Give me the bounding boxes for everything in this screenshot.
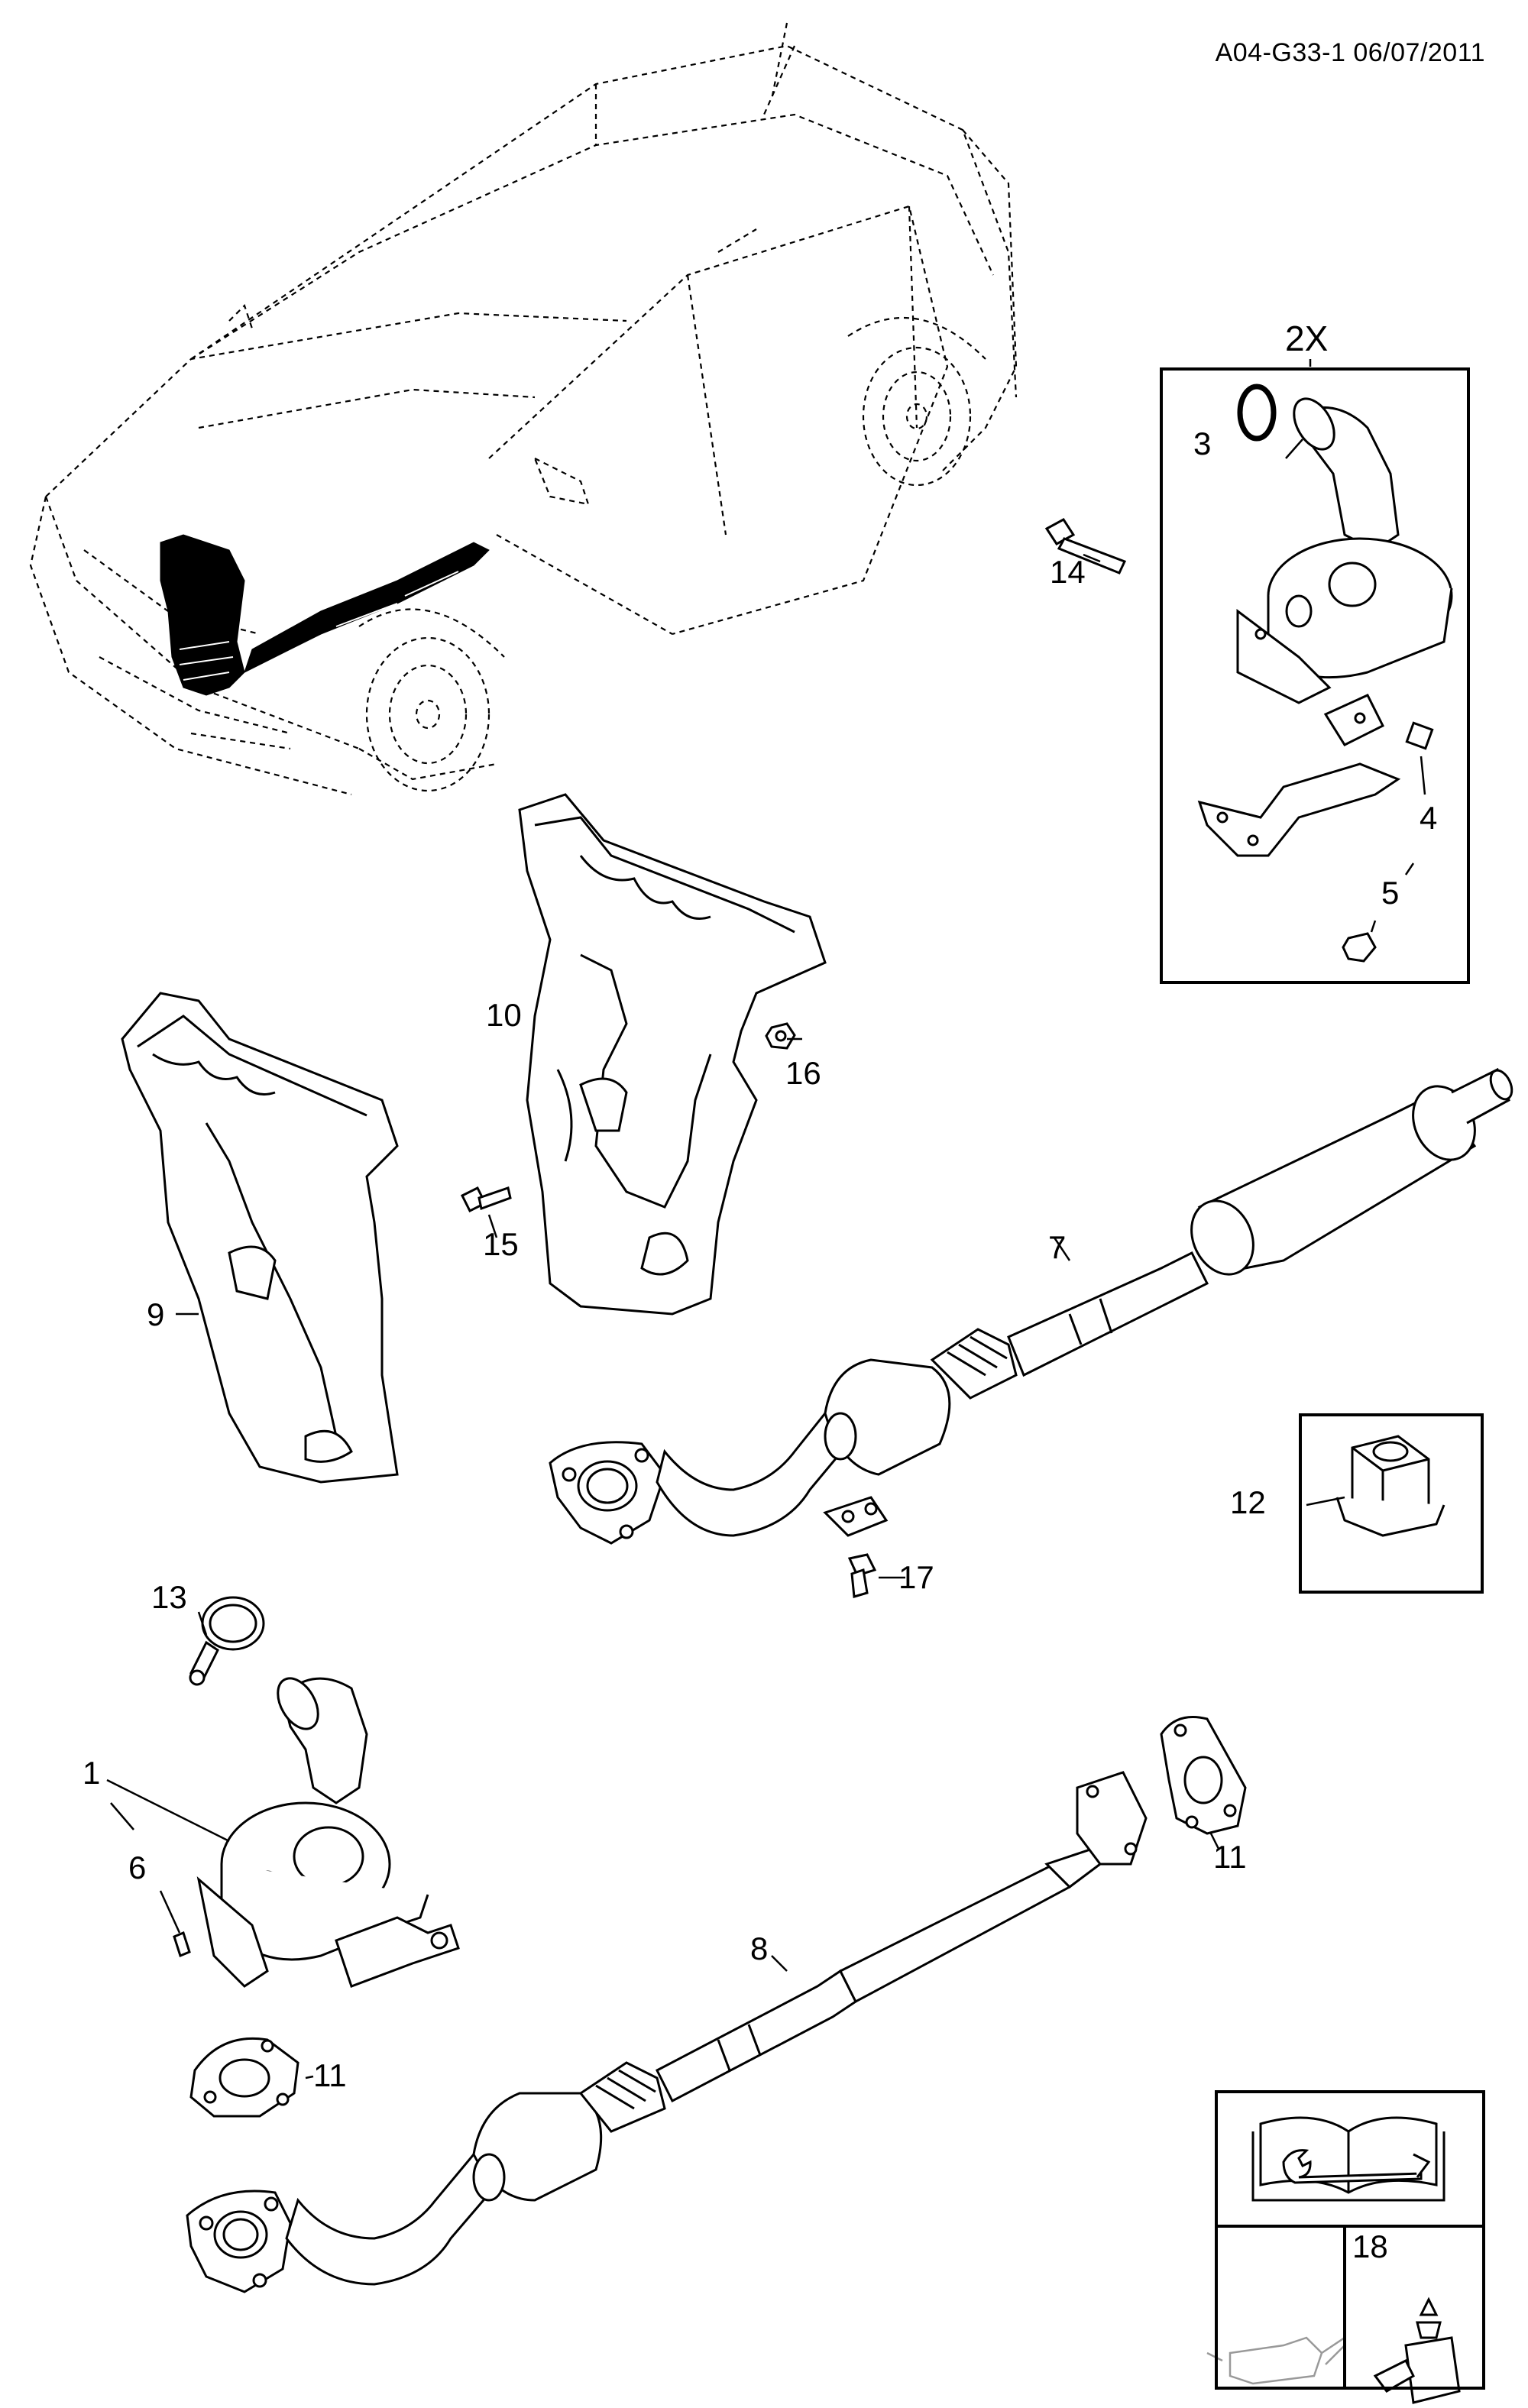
reference-code: A04-G33-1 06/07/2011	[1215, 38, 1485, 67]
callout-3: 3	[1193, 426, 1212, 461]
heat-shield-icon	[121, 992, 399, 1484]
car-outline-icon	[29, 22, 1018, 796]
service-info-divider-h	[1215, 2225, 1482, 2228]
callout-11-upper: 11	[1213, 1839, 1247, 1875]
sealant-bottle-icon	[1373, 2296, 1461, 2404]
workshop-manual-icon	[1251, 2116, 1445, 2202]
nut-icon	[1335, 1435, 1445, 1537]
exhaust-pipe-icon	[186, 1771, 1148, 2293]
bolt-icon	[1044, 518, 1127, 574]
callout-17: 17	[898, 1559, 934, 1595]
kit-2x-label: 2X	[1285, 319, 1329, 358]
flange-gasket-icon	[189, 2037, 299, 2118]
bolt-icon	[847, 1553, 877, 1598]
gasket-ring-icon	[1237, 384, 1277, 442]
bracket-icon	[1197, 694, 1401, 857]
callout-1: 1	[83, 1755, 101, 1791]
flange-gasket-icon	[1160, 1716, 1247, 1835]
bolt-icon	[173, 1931, 191, 1958]
callout-9: 9	[147, 1296, 165, 1332]
callout-14: 14	[1050, 554, 1086, 590]
callout-12: 12	[1230, 1484, 1266, 1520]
manifold-converter-icon	[196, 1677, 460, 1988]
nut-icon	[1342, 932, 1377, 963]
clamp-icon	[189, 1596, 265, 1686]
callout-7: 7	[1048, 1229, 1067, 1265]
callout-10: 10	[486, 997, 522, 1033]
nut-12-frame	[1299, 1413, 1484, 1594]
manifold-converter-icon	[1236, 397, 1453, 704]
callout-16: 16	[785, 1055, 821, 1091]
kit-2x-frame	[1160, 367, 1470, 984]
heat-shield-icon	[518, 793, 827, 1316]
callout-5: 5	[1381, 875, 1400, 911]
callout-4: 4	[1420, 800, 1438, 836]
callout-11-lower: 11	[313, 2057, 347, 2093]
nut-icon	[765, 1022, 796, 1050]
service-info-frame	[1215, 2090, 1485, 2390]
car-exhaust-highlight	[160, 534, 490, 696]
callout-8: 8	[750, 1931, 769, 1966]
callout-18: 18	[1352, 2228, 1388, 2264]
exhaust-pipe-icon	[549, 1067, 1513, 1545]
nut-icon	[1405, 721, 1434, 750]
callout-13: 13	[151, 1579, 187, 1615]
service-info-divider-v	[1343, 2225, 1346, 2387]
callout-15: 15	[483, 1226, 519, 1262]
wrench-icon	[1282, 2149, 1431, 2184]
callout-6: 6	[128, 1850, 147, 1885]
bolt-icon	[460, 1186, 512, 1213]
